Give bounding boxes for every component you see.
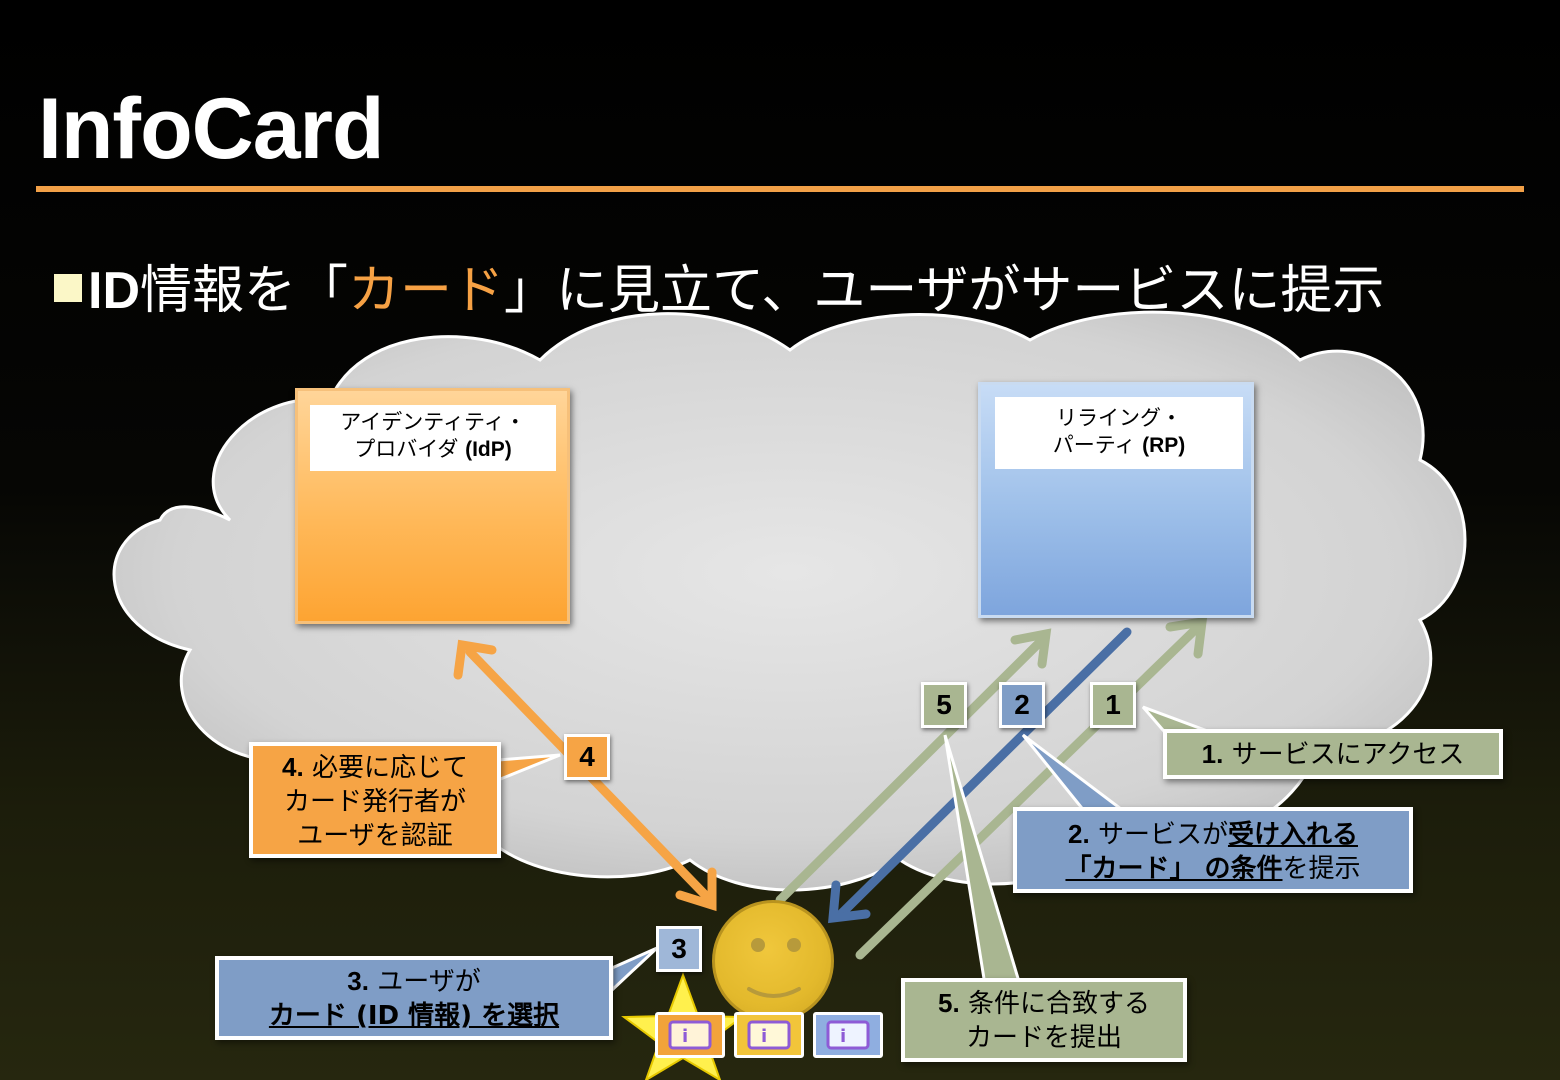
identity-provider-box: アイデンティティ・ プロバイダ (IdP) [295, 388, 570, 624]
user-smiley-icon [712, 900, 834, 1022]
svg-text:i: i [840, 1026, 846, 1047]
pointer-3 [610, 946, 659, 994]
arrow-step-2 [828, 627, 1132, 924]
step-4-text-b: カード発行者が [283, 787, 466, 817]
step-3-text-a: ユーザが [368, 967, 481, 997]
idp-label: アイデンティティ・ プロバイダ (IdP) [310, 405, 556, 471]
rp-label-line2: パーティ [1052, 433, 1143, 457]
step-3-underline: カード (ID 情報) を選択 [268, 1001, 560, 1031]
step-4-badge: 4 [564, 734, 610, 780]
step-3-num: 3. [347, 966, 369, 996]
rp-label-line1: リライング・ [1056, 406, 1182, 430]
title-rule [36, 186, 1524, 192]
step-4-num: 4. [282, 752, 304, 782]
info-card-blue-icon: i [813, 1012, 883, 1058]
svg-text:i: i [761, 1026, 767, 1047]
step-2-underline-1: 受け入れる [1227, 820, 1358, 850]
idp-label-line1: アイデンティティ・ [340, 410, 526, 434]
rp-abbr: (RP) [1142, 434, 1186, 457]
rp-label: リライング・ パーティ (RP) [995, 397, 1243, 469]
bullet-point: ID情報を「カード」に見立て、ユーザがサービスに提示 [54, 248, 1384, 323]
step-5-num: 5. [938, 988, 960, 1018]
step-2-num: 2. [1068, 819, 1090, 849]
idp-label-line2: プロバイダ [354, 437, 466, 461]
step-3-badge: 3 [656, 926, 702, 972]
bullet-highlight: カード [348, 261, 505, 321]
step-2-underline-2: 「カード」 の条件 [1065, 854, 1283, 884]
step-5-callout: 5. 条件に合致する カードを提出 [901, 978, 1187, 1062]
bullet-square-icon [54, 274, 82, 302]
step-2-badge: 2 [999, 682, 1045, 728]
step-5-text-b: カードを提出 [965, 1023, 1122, 1053]
step-1-num: 1. [1201, 739, 1224, 769]
idp-abbr: (IdP) [465, 438, 512, 461]
arrow-step-1 [855, 616, 1208, 960]
step-2-callout: 2. サービスが受け入れる 「カード」 の条件を提示 [1013, 807, 1413, 893]
relying-party-box: リライング・ パーティ (RP) [978, 382, 1254, 618]
step-1-text: サービスにアクセス [1223, 740, 1465, 770]
step-1-badge: 1 [1090, 682, 1136, 728]
bullet-text-2: 」に見立て、ユーザがサービスに提示 [504, 261, 1385, 321]
user-face-features [747, 938, 801, 998]
step-1-callout: 1. サービスにアクセス [1163, 729, 1503, 779]
bullet-prefix: ID [88, 262, 140, 320]
step-5-badge: 5 [921, 682, 967, 728]
bullet-text-1: 情報を「 [140, 261, 349, 321]
step-3-callout: 3. ユーザが カード (ID 情報) を選択 [215, 956, 613, 1040]
step-2-text-b: を提示 [1282, 854, 1361, 884]
step-2-text-a: サービスが [1089, 820, 1228, 850]
info-card-yellow-icon: i [734, 1012, 804, 1058]
arrow-step-5 [775, 628, 1052, 905]
step-4-text-a: 必要に応じて [303, 753, 468, 783]
step-4-text-c: ユーザを認証 [297, 821, 453, 851]
step-5-text-a: 条件に合致する [959, 989, 1150, 1019]
step-4-callout: 4. 必要に応じて カード発行者が ユーザを認証 [249, 742, 501, 858]
slide-title: InfoCard [38, 81, 385, 177]
svg-text:i: i [682, 1026, 688, 1047]
info-card-orange-icon: i [655, 1012, 725, 1058]
